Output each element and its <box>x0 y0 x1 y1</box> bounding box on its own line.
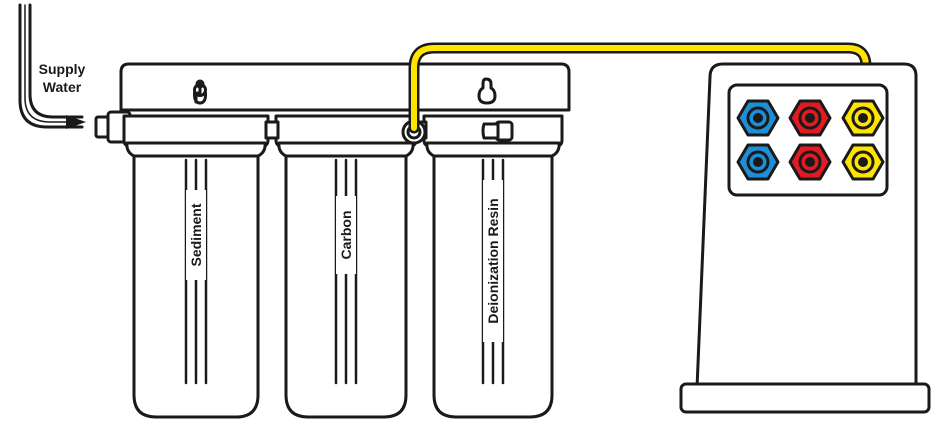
filter-mounting-bracket <box>119 62 571 112</box>
filter-label-sediment: Sediment <box>188 203 204 266</box>
red-fitting-icon <box>788 143 832 181</box>
supply-label-line1: Supply <box>39 61 86 77</box>
flow-arrow-icon <box>66 115 86 129</box>
blue-fitting-icon <box>736 143 780 181</box>
yellow-fitting-icon <box>841 99 885 137</box>
filter-housing-carbon <box>277 141 415 419</box>
blue-fitting-icon <box>736 99 780 137</box>
filter-label-sediment-group: Sediment <box>186 190 206 280</box>
pressure-relief-button <box>481 120 514 142</box>
red-fitting-icon <box>788 99 832 137</box>
filter-label-carbon-group: Carbon <box>336 196 356 274</box>
supply-water-tube <box>18 3 84 129</box>
keyhole-icon <box>477 77 497 105</box>
filter-label-deionization: Deionization Resin <box>485 198 501 323</box>
yellow-output-tube <box>408 42 872 134</box>
filter-heads <box>122 114 564 148</box>
filter-label-deionization-group: Deionization Resin <box>483 180 503 342</box>
yellow-fitting-icon <box>841 143 885 181</box>
keyhole-icon <box>192 79 208 105</box>
fitting-grid <box>736 99 885 181</box>
supply-label-line2: Water <box>43 79 82 95</box>
filter-label-carbon: Carbon <box>338 211 354 260</box>
